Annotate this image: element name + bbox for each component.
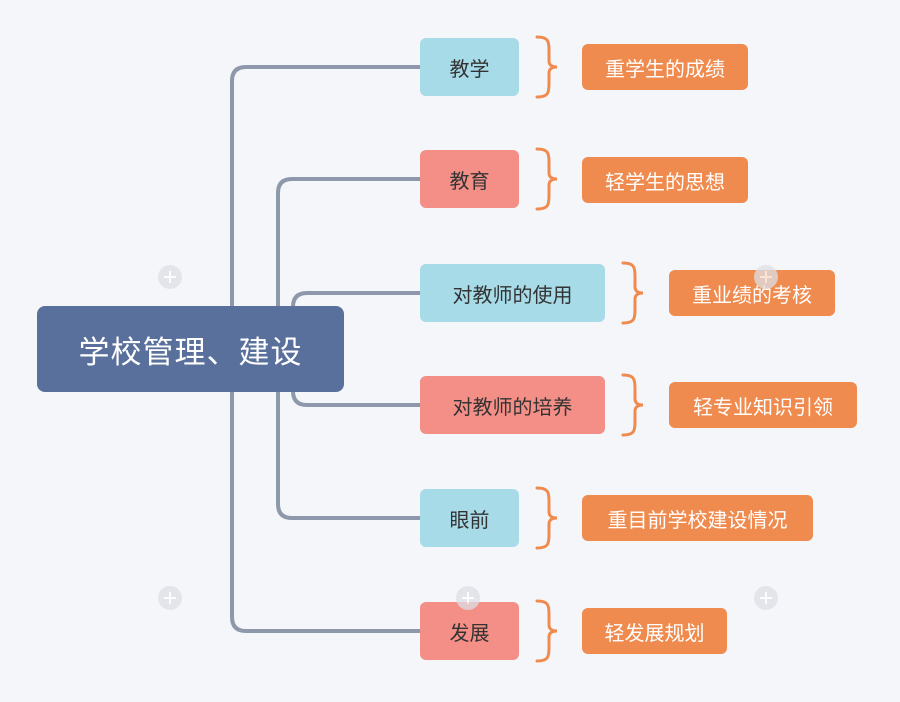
connector-line-1: [276, 177, 422, 308]
topic-label: 教学: [449, 56, 490, 81]
topic-label: 对教师的使用: [452, 282, 573, 307]
topic-teacher-training[interactable]: 对教师的培养: [420, 376, 605, 434]
detail-label: 重业绩的考核: [692, 282, 812, 307]
brace-icon: [535, 486, 558, 550]
detail-focus-grades[interactable]: 重学生的成绩: [582, 44, 748, 90]
root-topic[interactable]: 学校管理、建设: [37, 306, 344, 392]
detail-label: 重学生的成绩: [605, 56, 725, 81]
topic-development[interactable]: 发展: [420, 602, 519, 660]
detail-neglect-planning[interactable]: 轻发展规划: [582, 608, 727, 654]
xmind-watermark-icon: [158, 265, 182, 289]
xmind-watermark-icon: [456, 586, 480, 610]
topic-label: 眼前: [449, 507, 490, 532]
connector-line-4: [276, 390, 422, 520]
connector-line-2: [291, 291, 422, 309]
detail-focus-current-building[interactable]: 重目前学校建设情况: [582, 495, 813, 541]
xmind-watermark-icon: [754, 586, 778, 610]
topic-present[interactable]: 眼前: [420, 489, 519, 547]
detail-label: 轻学生的思想: [605, 169, 725, 194]
xmind-watermark-icon: [754, 265, 778, 289]
brace-icon: [535, 35, 558, 99]
detail-label: 轻发展规划: [604, 620, 705, 645]
connector-line-0: [230, 65, 422, 308]
topic-label: 教育: [449, 168, 490, 193]
topic-label: 对教师的培养: [452, 394, 573, 419]
brace-icon: [621, 261, 644, 325]
connector-line-5: [230, 390, 422, 633]
brace-icon: [535, 147, 558, 211]
topic-teacher-use[interactable]: 对教师的使用: [420, 264, 605, 322]
root-topic-label: 学校管理、建设: [78, 334, 303, 371]
topic-education[interactable]: 教育: [420, 150, 519, 208]
detail-focus-performance[interactable]: 重业绩的考核: [669, 270, 835, 316]
detail-neglect-thought[interactable]: 轻学生的思想: [582, 157, 748, 203]
xmind-watermark-icon: [158, 586, 182, 610]
topic-teaching[interactable]: 教学: [420, 38, 519, 96]
brace-icon: [535, 599, 558, 663]
detail-neglect-professional-guidance[interactable]: 轻专业知识引领: [669, 382, 857, 428]
detail-label: 重目前学校建设情况: [607, 507, 788, 532]
brace-icon: [621, 373, 644, 437]
detail-label: 轻专业知识引领: [693, 394, 833, 419]
connector-line-3: [291, 389, 422, 407]
topic-label: 发展: [449, 620, 490, 645]
